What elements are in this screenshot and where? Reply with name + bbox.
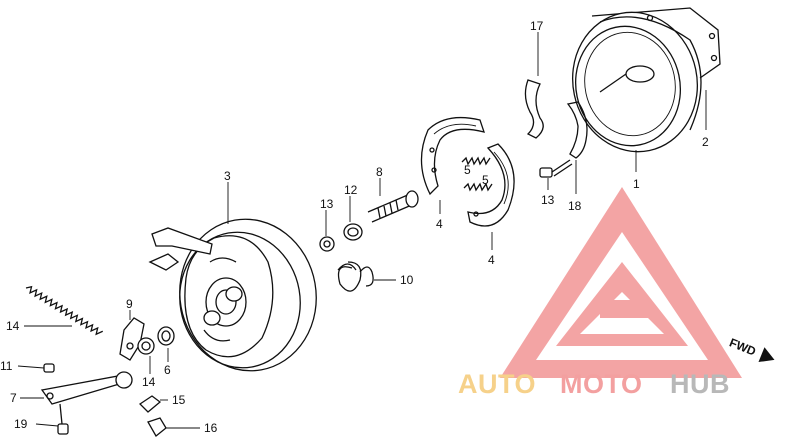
- seal-12: [343, 223, 363, 241]
- fwd-label: FWD: [727, 335, 758, 358]
- callout-4-right: 4: [488, 253, 495, 267]
- callout-13-upper: 17: [530, 19, 544, 33]
- callout-12: 12: [344, 183, 358, 197]
- callout-17: 15: [172, 393, 186, 407]
- adjusting-nut-18: [147, 417, 167, 437]
- wordmark-moto: MOTO: [560, 369, 643, 399]
- callout-1: 1: [633, 177, 640, 191]
- washer-14-lower: [137, 337, 155, 355]
- wordmark-hub: HUB: [670, 369, 730, 399]
- bolt-15: [539, 159, 573, 178]
- return-spring-10: [337, 261, 374, 292]
- wordmark-auto: AUTO: [458, 369, 536, 399]
- indicator-plate-8: [119, 317, 145, 361]
- automotohub-wordmark: AUTO MOTO HUB: [458, 369, 730, 399]
- callout-5-right: 5: [482, 173, 489, 187]
- brake-drum-hub: [571, 7, 721, 153]
- brake-shoe-left: [420, 116, 485, 196]
- brake-rod-spring-16: [25, 285, 104, 336]
- joint-pin-17: [138, 395, 162, 413]
- brake-arm-9: [40, 371, 133, 405]
- callout-6: 6: [164, 363, 171, 377]
- callout-labels: 17 2 1 18 13 3 8 12 13 10 4 4 5 5 9 14 6…: [0, 19, 709, 435]
- retaining-clip-upper: [524, 79, 544, 139]
- bolt-19: [57, 403, 69, 435]
- callout-14-lower: 14: [142, 375, 156, 389]
- callout-18: 16: [204, 421, 218, 435]
- callout-15: 13: [541, 193, 555, 207]
- retaining-clip-lower: [566, 101, 588, 159]
- forward-direction-indicator: FWD: [727, 335, 775, 363]
- callout-19: 19: [14, 417, 28, 431]
- callout-16: 14: [6, 319, 20, 333]
- fwd-arrow-icon: [758, 347, 775, 363]
- callout-5-left: 5: [464, 163, 471, 177]
- brake-cam-7: [367, 190, 419, 223]
- callout-7: 8: [376, 165, 383, 179]
- callout-11: 11: [0, 359, 13, 373]
- leader-lines: [17, 32, 707, 429]
- callout-10: 10: [400, 273, 414, 287]
- felt-seal-6: [157, 326, 175, 346]
- shoe-spring-lower: [463, 182, 493, 192]
- callout-8: 9: [126, 297, 133, 311]
- automotohub-logo: [500, 187, 742, 378]
- callout-14-upper: 13: [320, 197, 334, 211]
- pin-11: [43, 363, 55, 373]
- brake-shoe-right: [467, 143, 515, 227]
- brake-panel-3: [148, 218, 317, 372]
- callout-3: 3: [224, 169, 231, 183]
- callout-9: 7: [10, 391, 17, 405]
- callout-4-left: 4: [436, 217, 443, 231]
- callout-2: 2: [702, 135, 709, 149]
- shoe-spring-upper: [461, 156, 491, 166]
- washer-14-upper: [319, 236, 335, 252]
- callout-13-lower: 18: [568, 199, 582, 213]
